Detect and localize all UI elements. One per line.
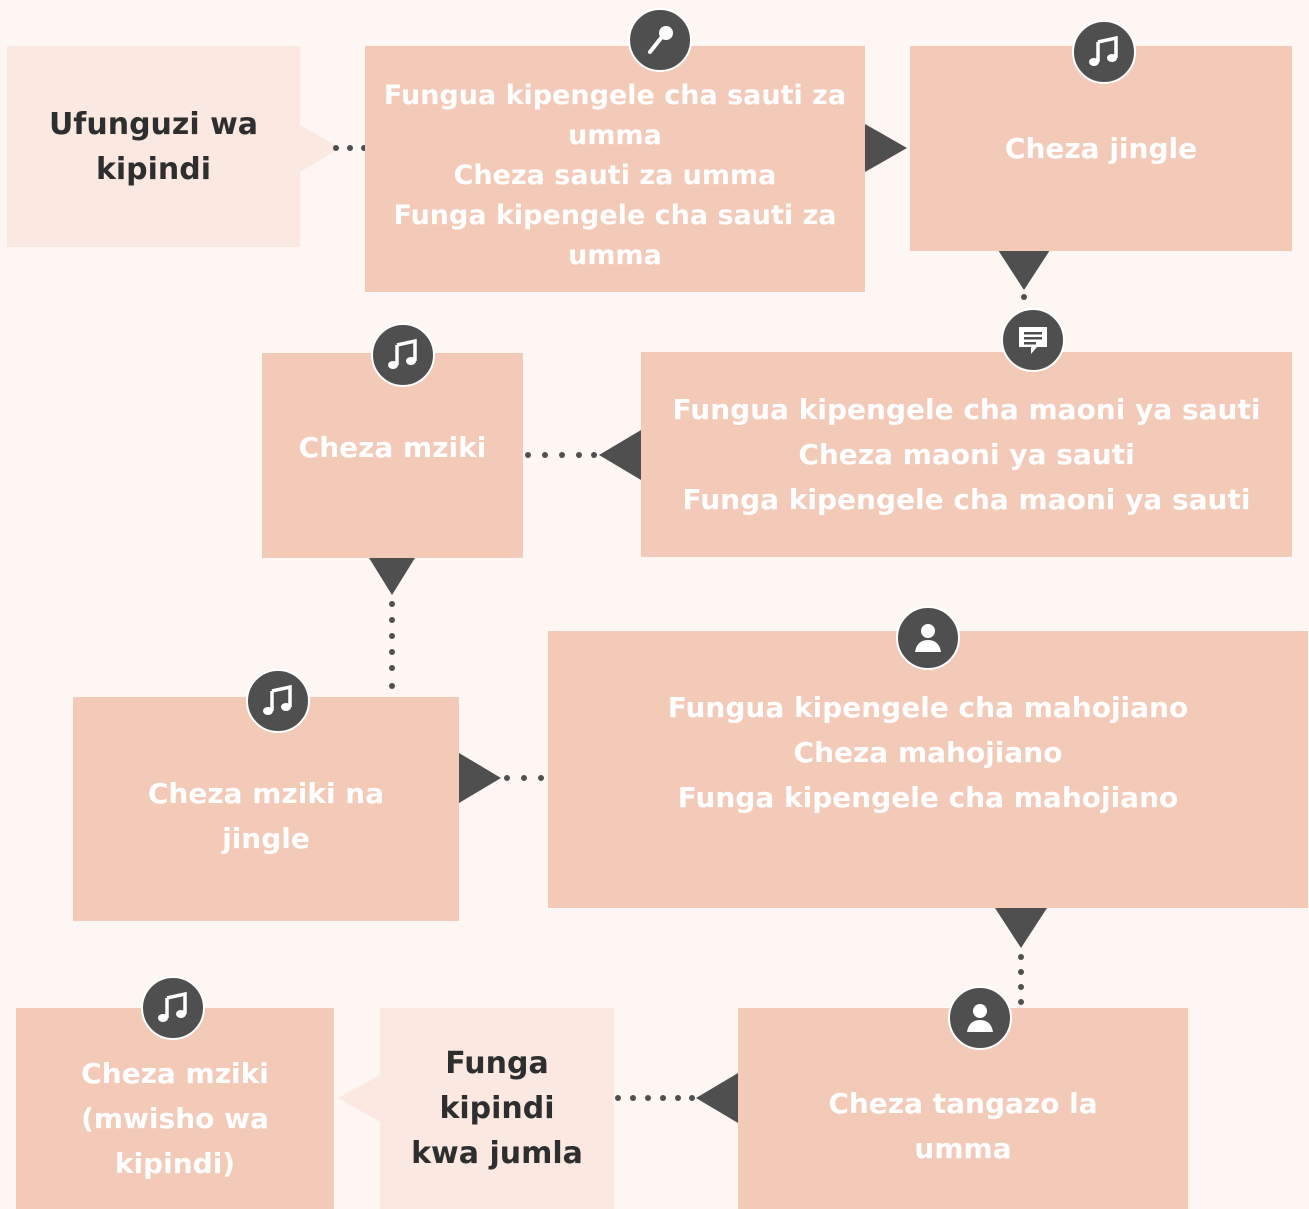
music-end-line-1: Cheza mziki xyxy=(81,1057,269,1090)
music-jingle-box: Cheza mziki na jingle xyxy=(73,697,459,921)
interviews-line-3: Funga kipengele cha mahojiano xyxy=(677,781,1179,814)
voice-comments-line-1: Fungua kipengele cha maoni ya sauti xyxy=(672,393,1261,426)
dots-jingle-to-comments xyxy=(1021,294,1027,300)
person-icon xyxy=(948,986,1012,1050)
arrow-jingle-down xyxy=(998,250,1050,290)
music-jingle-line-2: jingle xyxy=(222,822,310,855)
voice-comments-line-2: Cheza maoni ya sauti xyxy=(798,438,1135,471)
public-voices-line-4: Funga kipengele cha sauti za xyxy=(393,200,837,231)
music-end-line-3: kipindi) xyxy=(114,1147,236,1180)
arrow-interviews-down xyxy=(995,908,1047,948)
public-voices-box: Fungua kipengele cha sauti za umma Cheza… xyxy=(365,46,865,292)
comment-icon xyxy=(1001,308,1065,372)
music-jingle-line-1: Cheza mziki na xyxy=(147,777,385,810)
music-note-icon xyxy=(141,976,205,1040)
interviews-line-2: Cheza mahojiano xyxy=(793,736,1063,769)
public-voices-line-2: umma xyxy=(568,120,662,151)
close-show-line-3: kwa jumla xyxy=(411,1136,583,1171)
music-note-icon xyxy=(371,323,435,387)
microphone-icon xyxy=(628,8,692,72)
intro-line-1: Ufunguzi wa xyxy=(48,106,259,142)
music-note-icon xyxy=(1072,20,1136,84)
music-end-line-2: (mwisho wa xyxy=(81,1102,269,1135)
dots-interviews-to-ad xyxy=(1018,954,1024,1005)
arrow-comments-to-music xyxy=(599,430,641,480)
close-show-box: Funga kipindi kwa jumla xyxy=(380,1008,614,1209)
arrow-voices-to-jingle xyxy=(865,124,907,172)
public-ad-line-2: umma xyxy=(914,1131,1012,1165)
interviews-line-1: Fungua kipengele cha mahojiano xyxy=(667,691,1189,724)
interviews-box: Fungua kipengele cha mahojiano Cheza mah… xyxy=(548,631,1308,908)
voice-comments-box: Fungua kipengele cha maoni ya sauti Chez… xyxy=(641,352,1292,557)
intro-box: Ufunguzi wa kipindi xyxy=(7,46,300,247)
public-voices-line-1: Fungua kipengele cha sauti za xyxy=(383,80,847,111)
music-end-box: Cheza mziki (mwisho wa kipindi) xyxy=(16,1008,334,1209)
person-icon xyxy=(896,606,960,670)
music-1-box: Cheza mziki xyxy=(262,353,523,558)
dots-comments-to-music xyxy=(525,452,597,458)
speech-pointer-close xyxy=(338,1075,380,1122)
music-1-line-1: Cheza mziki xyxy=(298,431,487,464)
speech-pointer-intro xyxy=(300,125,340,172)
voice-comments-line-3: Funga kipengele cha maoni ya sauti xyxy=(682,483,1251,516)
public-voices-line-5: umma xyxy=(568,240,662,271)
dots-musicjingle-to-interviews xyxy=(504,775,544,781)
dots-ad-to-close xyxy=(615,1095,695,1101)
intro-line-2: kipindi xyxy=(95,151,212,187)
close-show-line-2: kipindi xyxy=(439,1091,555,1126)
arrow-musicjingle-to-interviews xyxy=(459,753,501,803)
public-voices-line-3: Cheza sauti za umma xyxy=(453,160,777,191)
music-note-icon xyxy=(246,669,310,733)
dots-intro-to-voices xyxy=(333,145,367,151)
arrow-music-down xyxy=(366,553,418,595)
public-ad-line-1: Cheza tangazo la xyxy=(828,1086,1098,1120)
jingle-1-line-1: Cheza jingle xyxy=(1004,132,1198,165)
arrow-ad-to-close xyxy=(696,1073,738,1123)
dots-music-to-musicjingle xyxy=(389,601,395,689)
close-show-line-1: Funga xyxy=(445,1046,549,1081)
